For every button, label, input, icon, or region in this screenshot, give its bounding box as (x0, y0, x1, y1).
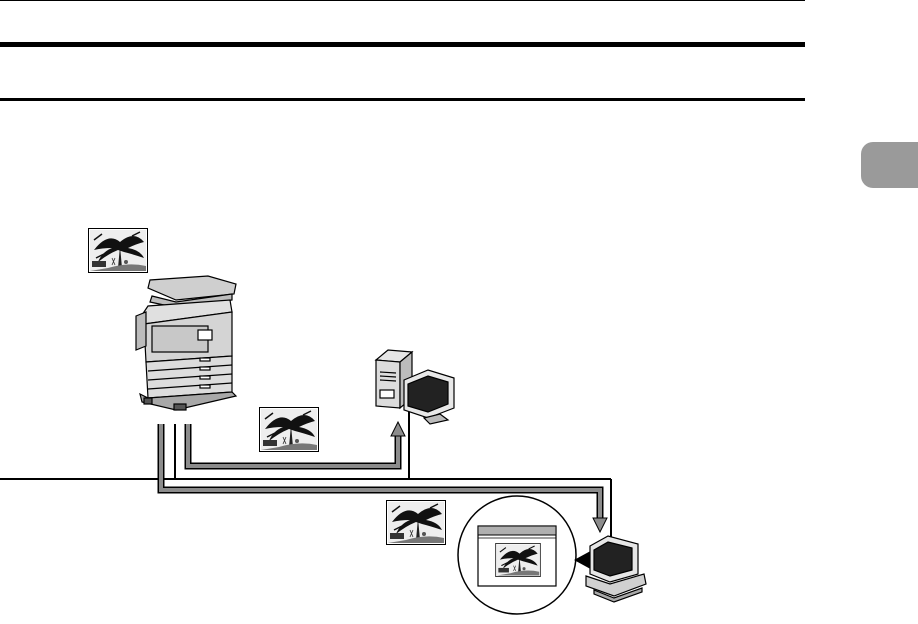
screen-magnifier (458, 496, 596, 614)
server-icon (376, 350, 454, 424)
desktop-computer-icon (586, 536, 646, 602)
original-document-icon (89, 229, 148, 273)
arrowhead-server (391, 422, 405, 436)
on-screen-document-icon (496, 543, 541, 576)
arrowhead-client (593, 518, 607, 532)
server-document-icon (260, 408, 319, 452)
client-document-icon (387, 501, 446, 545)
copier-icon (136, 276, 236, 410)
